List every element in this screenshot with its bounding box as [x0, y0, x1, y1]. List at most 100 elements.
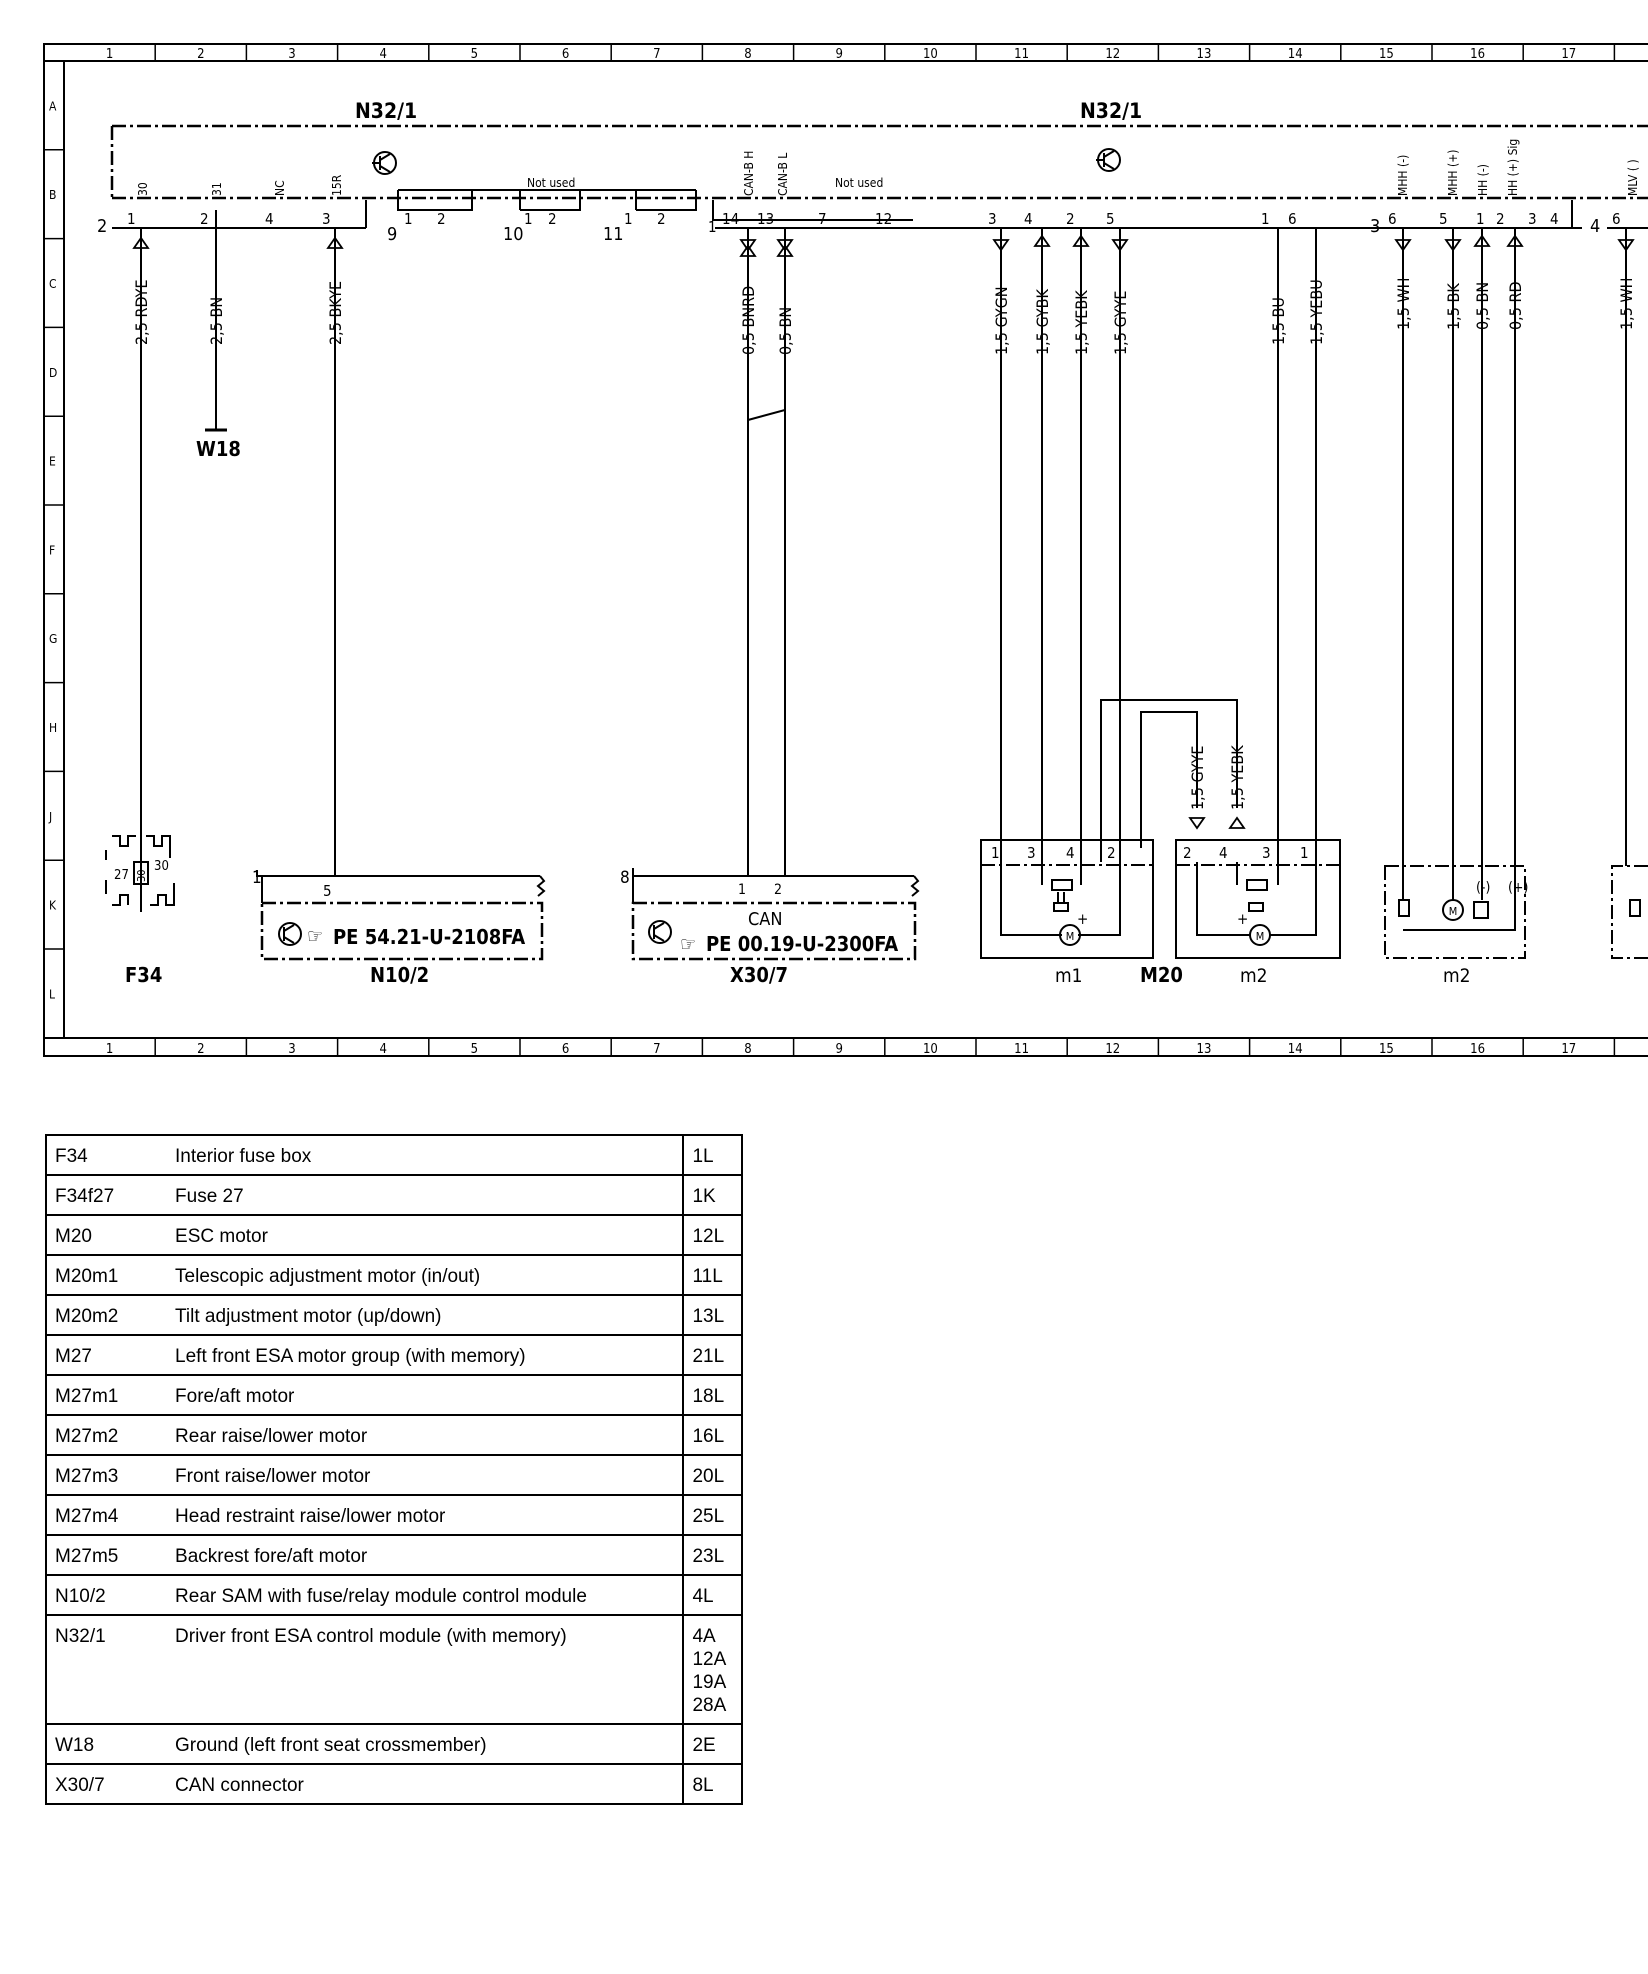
svg-text:7: 7 — [818, 210, 827, 228]
fuse-30-inner-label: 30 — [135, 869, 148, 882]
svg-text:2: 2 — [437, 210, 446, 228]
wire-label: 2,5 RDYE — [132, 279, 151, 345]
legend-location-value: 4L — [692, 1586, 714, 1607]
svg-text:M: M — [1256, 930, 1265, 943]
legend-location-value: 13L — [692, 1306, 725, 1327]
pin-name-31: 31 — [210, 182, 224, 196]
svg-text:2: 2 — [1107, 844, 1116, 862]
legend-description: Fuse 27 — [167, 1174, 684, 1216]
svg-text:5: 5 — [1106, 210, 1115, 228]
fuse-box-f34 — [105, 835, 175, 912]
pin-name-mhh-minus: MHH (-) — [1396, 155, 1410, 196]
component-label-m20: M20 — [1140, 963, 1183, 987]
not-used-label: Not used — [835, 176, 883, 190]
legend-code: M27m2 — [46, 1414, 168, 1456]
pin-name-mlv: MLV ( ) — [1626, 159, 1640, 196]
legend-location: 23L — [682, 1534, 742, 1576]
legend-location-value: 12L — [692, 1226, 725, 1247]
column-label: 4 — [379, 1042, 386, 1057]
reference-n10-2: PE 54.21-U-2108FA — [333, 925, 525, 949]
svg-text:3: 3 — [1027, 844, 1036, 862]
legend-location-value: 21L — [692, 1346, 725, 1367]
svg-text:1: 1 — [991, 844, 1000, 862]
legend-location-value: 19A — [692, 1672, 727, 1693]
legend-location: 4L — [682, 1574, 742, 1616]
pointer-hand-icon: ☞ — [680, 932, 696, 956]
legend-description: Telescopic adjustment motor (in/out) — [167, 1254, 684, 1296]
not-used-label: Not used — [527, 176, 575, 190]
svg-text:1: 1 — [524, 210, 533, 228]
legend-description: Fore/aft motor — [167, 1374, 684, 1416]
legend-location: 18L — [682, 1374, 742, 1416]
column-label: 7 — [653, 47, 660, 62]
legend-location: 1L — [682, 1134, 742, 1176]
svg-text:2: 2 — [1496, 210, 1505, 228]
legend-code: M27m4 — [46, 1494, 168, 1536]
pin-name-30: 30 — [136, 182, 150, 196]
legend-code: M27 — [46, 1334, 168, 1376]
ground-w18-label: W18 — [196, 437, 241, 461]
legend-description: CAN connector — [167, 1763, 684, 1805]
legend-location: 16L — [682, 1414, 742, 1456]
wire-labels: 2,5 RDYE 2,5 BN 2,5 BKYE 0,5 BNRD 0,5 BN… — [132, 277, 1636, 810]
legend-description: Driver front ESA control module (with me… — [167, 1614, 684, 1725]
row-label: C — [49, 277, 57, 291]
svg-text:2: 2 — [548, 210, 557, 228]
svg-text:14: 14 — [722, 210, 739, 228]
legend-location: 1K — [682, 1174, 742, 1216]
row-label: K — [49, 899, 57, 913]
reference-x30-7: PE 00.19-U-2300FA — [706, 932, 898, 956]
column-label: 17 — [1561, 1042, 1576, 1057]
svg-text:1: 1 — [1476, 210, 1485, 228]
row-label: H — [49, 721, 57, 735]
svg-text:4: 4 — [1066, 844, 1075, 862]
legend-code: N10/2 — [46, 1574, 168, 1616]
legend-description: Tilt adjustment motor (up/down) — [167, 1294, 684, 1336]
legend-location-value: 1L — [692, 1146, 714, 1167]
svg-text:1: 1 — [404, 210, 413, 228]
pin-name-can-b-l: CAN-B L — [776, 153, 790, 196]
svg-text:10: 10 — [503, 224, 524, 245]
legend-location-value: 12A — [692, 1649, 727, 1670]
svg-text:4: 4 — [1024, 210, 1033, 228]
wire-label: 1,5 WH — [1394, 277, 1413, 330]
column-label: 13 — [1197, 1042, 1212, 1057]
wire-label: 0,5 BN — [1473, 282, 1492, 330]
wire-label: 1,5 WH — [1617, 277, 1636, 330]
svg-text:4: 4 — [1550, 210, 1559, 228]
module-label-n32-1-left: N32/1 — [355, 99, 417, 123]
wire-label: 1,5 YEBK — [1228, 745, 1247, 810]
column-label: 9 — [835, 47, 842, 62]
legend-location: 25L — [682, 1494, 742, 1536]
svg-text:2: 2 — [97, 216, 107, 237]
motor-label-m1: m1 — [1055, 965, 1083, 987]
module-n32-1-outline — [110, 124, 1648, 200]
column-label: 2 — [197, 1042, 204, 1057]
column-label: 15 — [1379, 1042, 1394, 1057]
legend-location: 12L — [682, 1214, 742, 1256]
svg-text:M: M — [1066, 930, 1075, 943]
pin-name-15r: 15R — [330, 174, 344, 196]
wire-label: 1,5 GYBK — [1033, 289, 1052, 355]
legend-code: M27m5 — [46, 1534, 168, 1576]
svg-text:6: 6 — [1388, 210, 1397, 228]
row-label: F — [49, 543, 55, 557]
legend-description: ESC motor — [167, 1214, 684, 1256]
wire-label: 0,5 BNRD — [739, 286, 758, 355]
column-label: 17 — [1561, 47, 1576, 62]
svg-text:1: 1 — [252, 868, 262, 888]
motor-label-m2-right: m2 — [1443, 965, 1471, 987]
legend-location-value: 18L — [692, 1386, 725, 1407]
column-label: 3 — [288, 1042, 295, 1057]
